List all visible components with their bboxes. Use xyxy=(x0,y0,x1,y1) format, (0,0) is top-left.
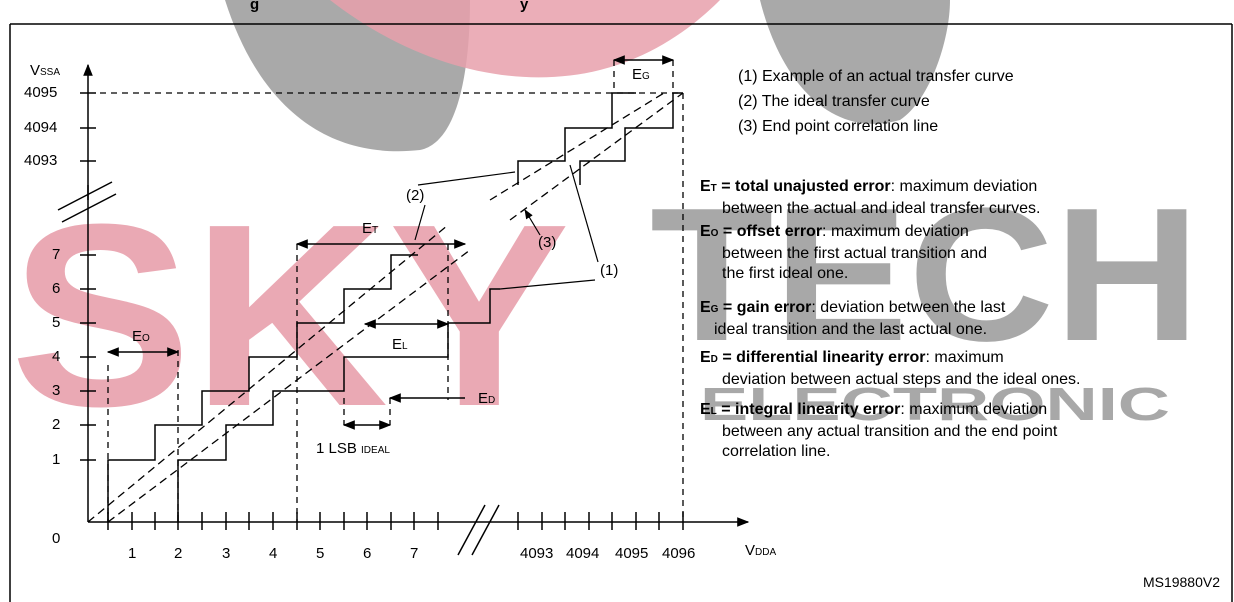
x-axis-label: VDDA xyxy=(745,542,777,559)
x-tick-4094: 4094 xyxy=(566,545,600,562)
ideal-transfer-line xyxy=(87,224,449,523)
definition-el: EL = integral linearity error: maximum d… xyxy=(700,401,1058,460)
y-tick-4: 4 xyxy=(52,348,61,365)
x-tick-7: 7 xyxy=(410,545,419,562)
y-axis-label: VSSA xyxy=(30,62,61,79)
x-tick-2: 2 xyxy=(174,545,183,562)
callout-1-leader-b xyxy=(499,279,596,290)
callout-2: (2) xyxy=(406,187,425,204)
et-label: ET xyxy=(362,220,379,237)
y-tick-3: 3 xyxy=(52,382,61,399)
x-tick-marks xyxy=(107,512,684,530)
legend-item-1: (1) Example of an actual transfer curve xyxy=(738,68,1014,85)
y-tick-marks xyxy=(80,92,96,461)
ideal-staircase xyxy=(107,254,418,522)
y-tick-2: 2 xyxy=(52,416,61,433)
lsb-label: 1 LSB IDEAL xyxy=(316,440,390,457)
eo-label: EO xyxy=(132,328,150,345)
end-point-correlation-line xyxy=(107,249,471,523)
x-tick-5: 5 xyxy=(316,545,325,562)
y-tick-5: 5 xyxy=(52,314,61,331)
y-tick-4095: 4095 xyxy=(24,84,58,101)
header-fragment: g xyxy=(250,0,260,13)
callout-2-leader-a xyxy=(417,171,516,186)
x-axis-break-1 xyxy=(457,504,486,556)
actual-staircase xyxy=(177,288,500,522)
ideal-staircase-upper xyxy=(517,92,636,185)
x-tick-1: 1 xyxy=(128,545,137,562)
y-tick-1: 1 xyxy=(52,451,61,468)
callout-3-leader xyxy=(524,209,541,236)
legend-item-3: (3) End point correlation line xyxy=(738,118,939,135)
ed-label: ED xyxy=(478,390,496,407)
x-tick-3: 3 xyxy=(222,545,231,562)
ideal-transfer-line-upper xyxy=(489,92,665,201)
actual-staircase-upper xyxy=(579,92,683,185)
callout-3: (3) xyxy=(538,234,557,251)
definition-ed: ED = differential linearity error: maxim… xyxy=(700,349,1081,388)
figure-id-label: MS19880V2 xyxy=(1142,574,1220,590)
end-point-correlation-line-upper xyxy=(509,92,684,221)
callout-1-leader-a xyxy=(569,164,599,263)
definition-eg: EG = gain error: deviation between the l… xyxy=(700,299,1006,338)
y-tick-7: 7 xyxy=(52,246,61,263)
callout-1: (1) xyxy=(600,262,619,279)
callout-2-leader-b xyxy=(414,204,426,241)
origin-label: 0 xyxy=(52,530,61,547)
dashed-guides xyxy=(100,60,684,522)
definition-eo: EO = offset error: maximum deviation bet… xyxy=(700,223,988,282)
y-axis-break-2 xyxy=(61,193,117,223)
x-tick-4093: 4093 xyxy=(520,545,554,562)
legend-item-2: (2) The ideal transfer curve xyxy=(738,93,930,110)
x-tick-6: 6 xyxy=(363,545,372,562)
x-tick-4096: 4096 xyxy=(662,545,696,562)
y-axis-break-1 xyxy=(57,181,113,211)
x-tick-4: 4 xyxy=(269,545,278,562)
y-tick-4094: 4094 xyxy=(24,119,58,136)
y-tick-6: 6 xyxy=(52,280,61,297)
el-label: EL xyxy=(392,336,408,353)
header-fragment-2: y xyxy=(520,0,529,13)
y-tick-4093: 4093 xyxy=(24,152,58,169)
x-tick-4095: 4095 xyxy=(615,545,649,562)
definition-et: ET = total unajusted error: maximum devi… xyxy=(700,178,1041,217)
x-axis-break-2 xyxy=(471,504,500,556)
eg-label: EG xyxy=(632,66,650,83)
